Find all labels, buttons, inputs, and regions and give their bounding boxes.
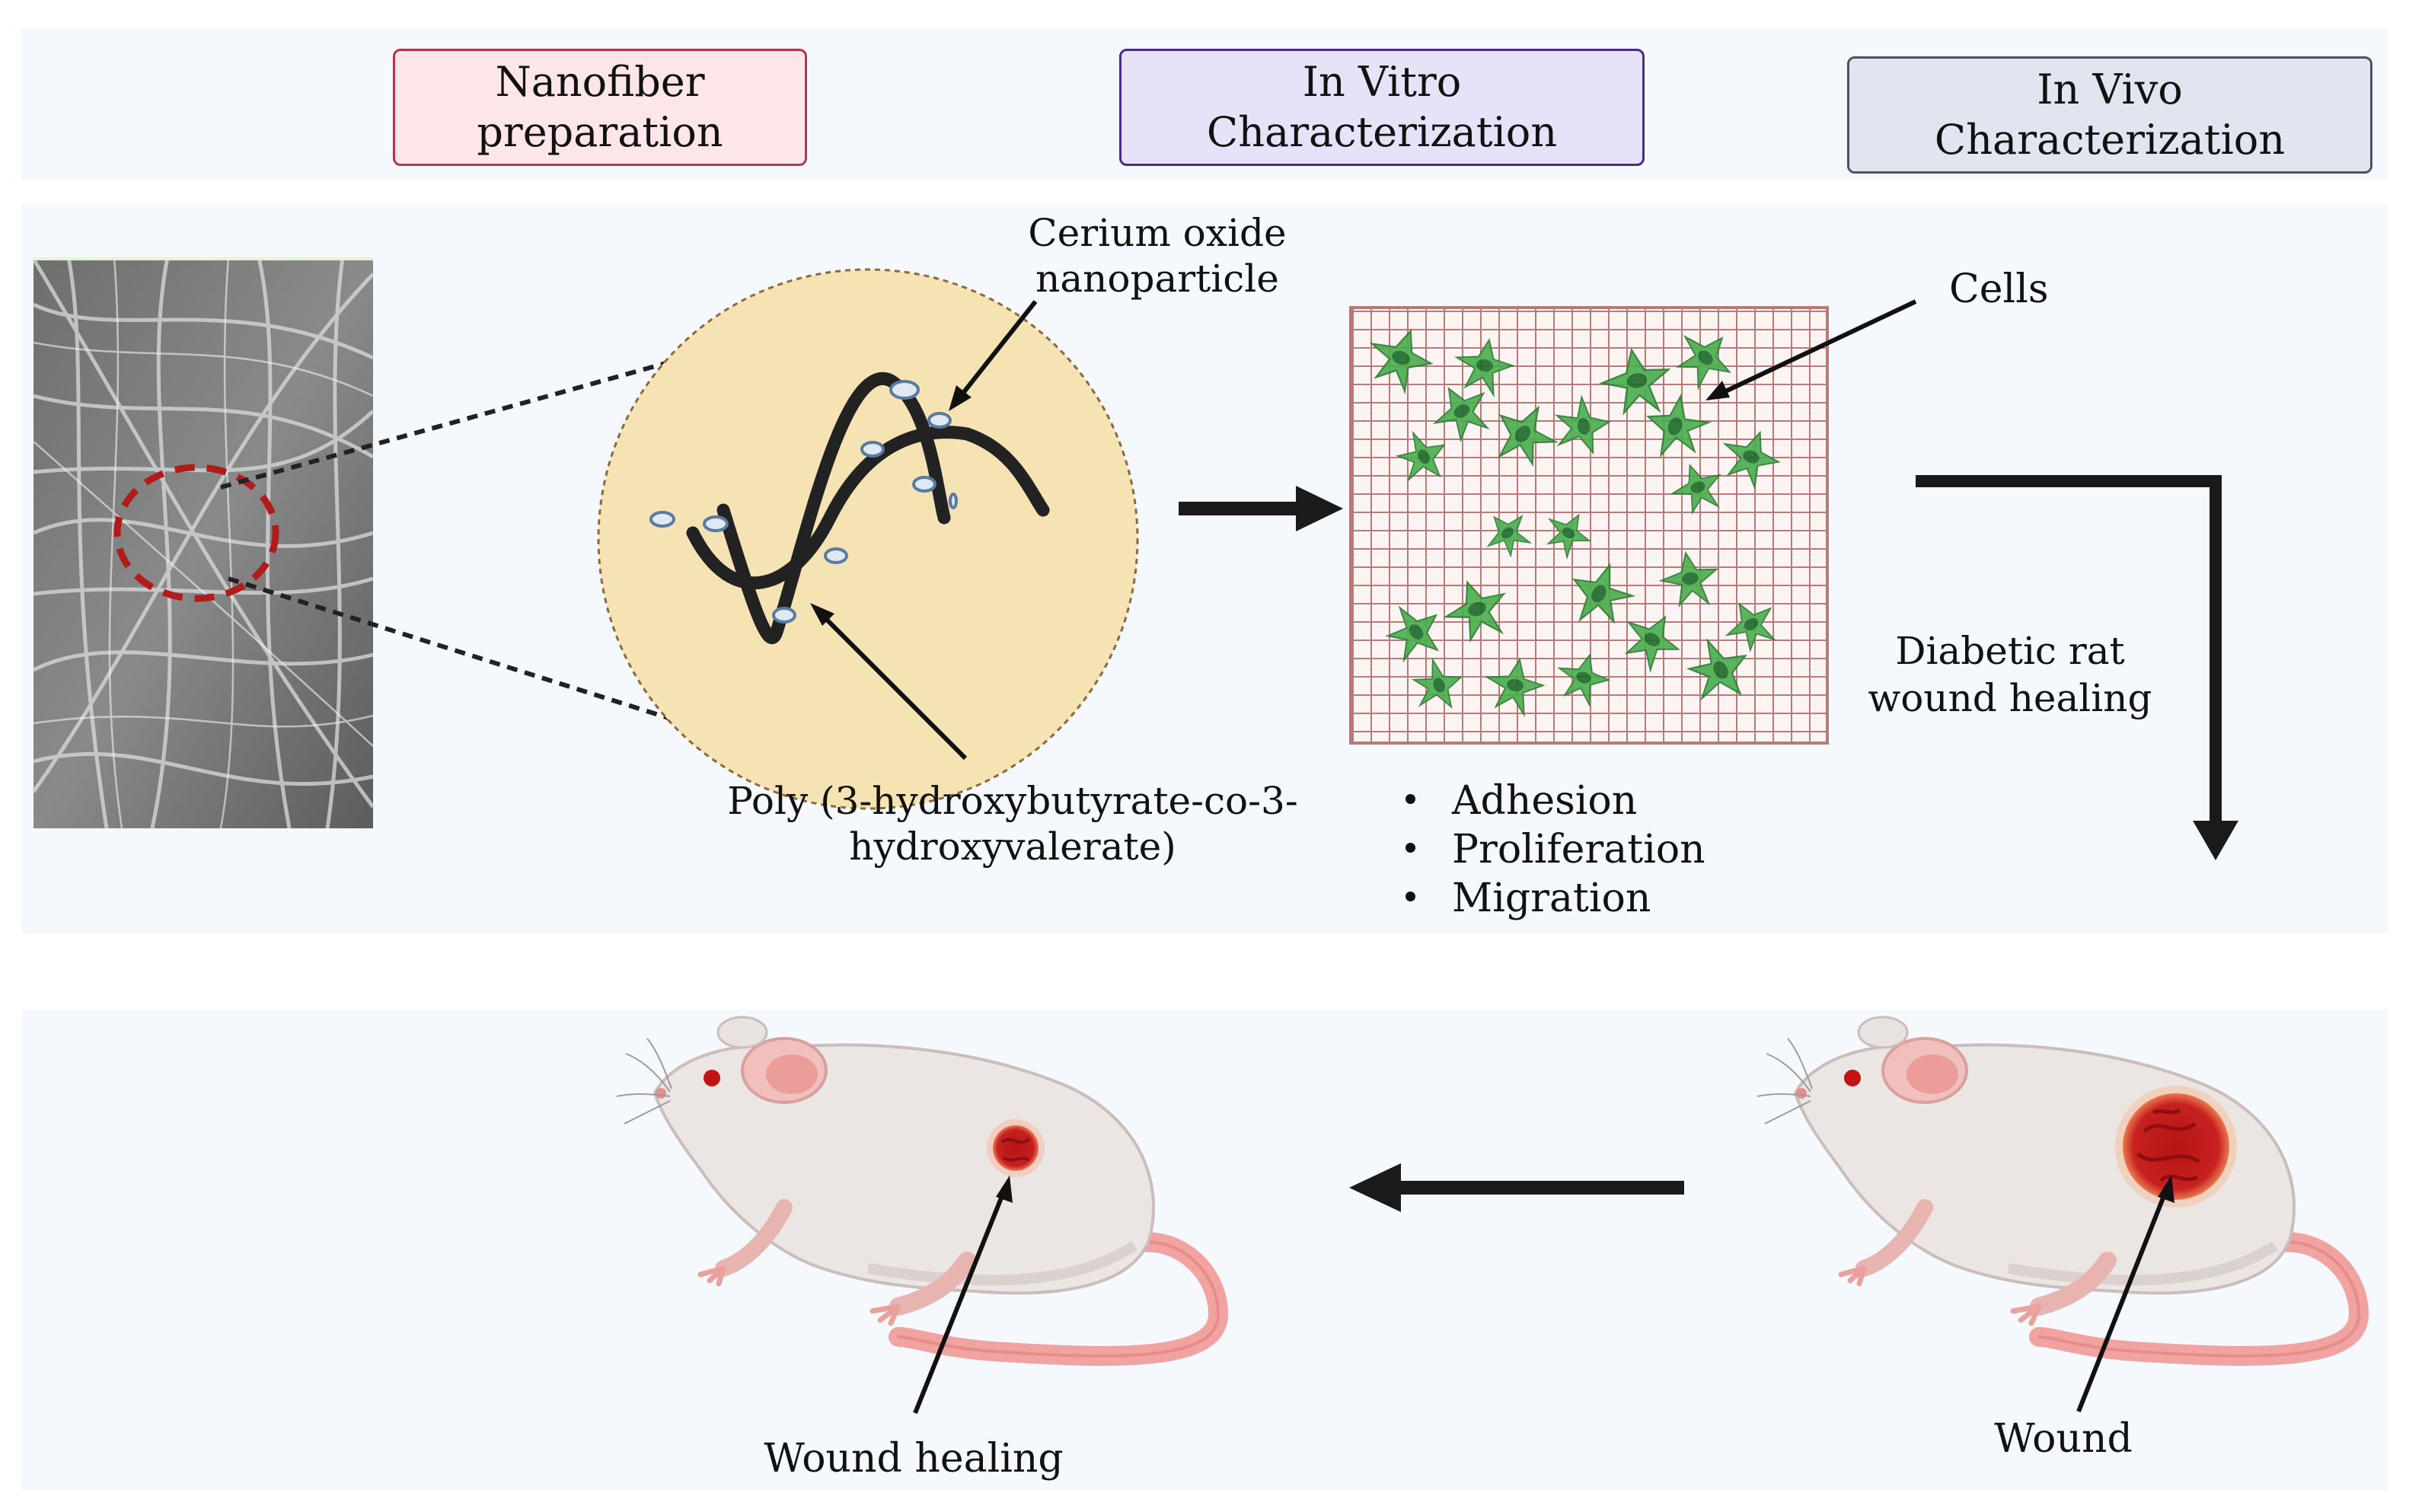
nanoparticles (649, 380, 958, 624)
outcome-migration: Migration (1406, 874, 1705, 923)
rat-with-wound (1757, 1017, 2359, 1356)
wound-label: Wound (1994, 1416, 2133, 1462)
polymer-label: Poly (3-hydroxybutyrate-co-3-hydroxyvale… (727, 779, 1298, 869)
highlight-circle (113, 464, 279, 602)
arrow-to-invivo-head (2193, 821, 2238, 860)
outcome-proliferation: Proliferation (1406, 825, 1705, 874)
scaffold-mesh (1349, 306, 1829, 745)
magnified-fiber-circle (597, 268, 1139, 810)
sem-nanofiber-image (31, 257, 375, 829)
invitro-outcomes-list: Adhesion Proliferation Migration (1406, 777, 1705, 923)
wound-healing-label: Wound healing (764, 1436, 1064, 1482)
zoom-line-top (220, 356, 686, 490)
polymer-pointer (820, 613, 968, 761)
arrow-to-invivo (1916, 475, 2222, 822)
arrow-to-invitro-head (1296, 486, 1343, 531)
polymer-fiber-2 (686, 426, 1050, 590)
healing-pointer (913, 1191, 1006, 1415)
top-panel (21, 204, 2388, 933)
zoom-line-bottom (228, 576, 686, 726)
cells-label: Cells (1949, 266, 2049, 312)
nanoparticle-pointer (959, 300, 1038, 397)
outcome-adhesion: Adhesion (1406, 777, 1705, 825)
arrow-to-healing-head (1349, 1163, 1401, 1212)
wound-pointer (2076, 1191, 2168, 1413)
rat-wound-healing (617, 1017, 1218, 1356)
cells-pointer (1721, 299, 1917, 395)
